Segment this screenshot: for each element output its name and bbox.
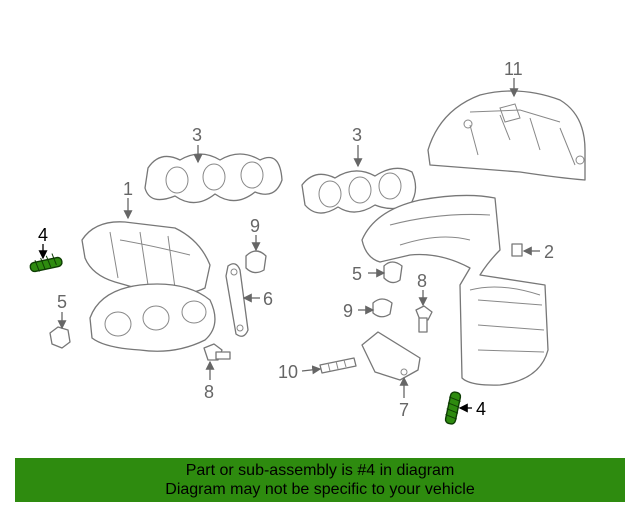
callout-11: 11	[504, 59, 523, 79]
stud-4-left-highlighted[interactable]	[29, 253, 63, 273]
bolt-8-left[interactable]	[203, 343, 231, 361]
heat-shield-upper[interactable]	[427, 90, 586, 181]
nut-5-right[interactable]	[383, 261, 403, 284]
callout-8-right: 8	[417, 271, 427, 291]
nut-9-right[interactable]	[372, 298, 393, 318]
callout-2: 2	[544, 242, 554, 262]
callout-3-left: 3	[192, 125, 202, 145]
callout-7: 7	[399, 400, 409, 420]
callout-4-right: 4	[476, 399, 486, 419]
callout-1: 1	[123, 179, 133, 199]
manifold-gasket-left[interactable]	[144, 153, 283, 204]
info-banner: Part or sub-assembly is #4 in diagram Di…	[15, 458, 625, 502]
callout-10: 10	[278, 362, 298, 382]
bolt-8-right[interactable]	[415, 305, 433, 333]
callout-4-left: 4	[38, 225, 48, 245]
manifold-converter-left[interactable]	[81, 221, 216, 352]
manifold-bracket[interactable]	[225, 263, 249, 337]
nut-5-left[interactable]	[49, 326, 71, 349]
nut-9-left[interactable]	[245, 250, 267, 274]
manifold-gasket-right[interactable]	[301, 167, 417, 214]
banner-line-disclaimer: Diagram may not be specific to your vehi…	[165, 481, 475, 498]
manifold-converter-right[interactable]	[361, 194, 549, 386]
support-bracket[interactable]	[361, 331, 421, 381]
callout-9-left: 9	[250, 216, 260, 236]
stud-4-right-highlighted[interactable]	[444, 391, 462, 425]
banner-line-part: Part or sub-assembly is #4 in diagram	[185, 462, 455, 479]
leader-lines	[38, 78, 540, 413]
callout-6: 6	[263, 289, 273, 309]
callout-3-right: 3	[352, 125, 362, 145]
stud-10[interactable]	[319, 357, 357, 374]
callout-8-left: 8	[204, 382, 214, 402]
callout-5-right: 5	[352, 264, 362, 284]
callout-5-left: 5	[57, 292, 67, 312]
callout-9-right: 9	[343, 301, 353, 321]
